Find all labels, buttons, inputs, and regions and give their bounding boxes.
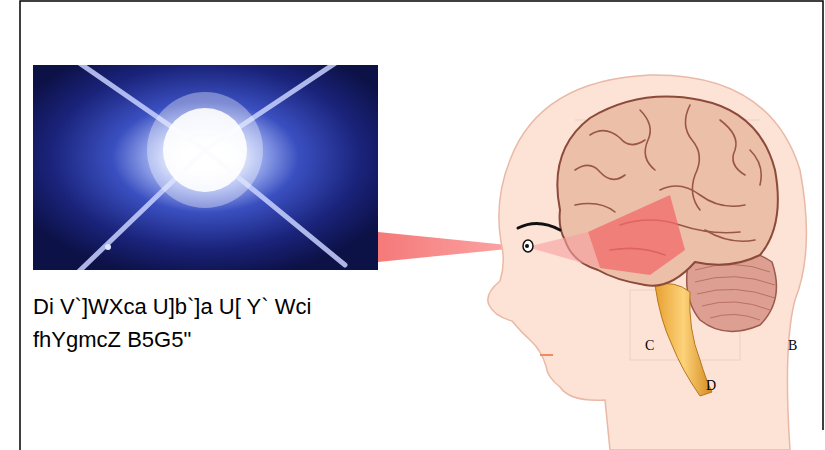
photo-caption: Di V`]WXca U]b`]a U[ Y` Wci fhYgmcZ B5G5… bbox=[33, 290, 318, 356]
highlighted-region bbox=[588, 195, 685, 275]
part-label: B bbox=[788, 338, 797, 354]
part-label: C bbox=[645, 338, 654, 354]
mouth bbox=[540, 354, 553, 356]
light-path bbox=[527, 232, 600, 268]
head-profile bbox=[488, 75, 807, 450]
frame bbox=[20, 1, 823, 450]
eyebrow bbox=[518, 223, 560, 230]
part-label: D bbox=[706, 378, 716, 394]
star-photo bbox=[33, 65, 378, 270]
brainstem bbox=[655, 284, 712, 396]
eye bbox=[523, 240, 533, 252]
